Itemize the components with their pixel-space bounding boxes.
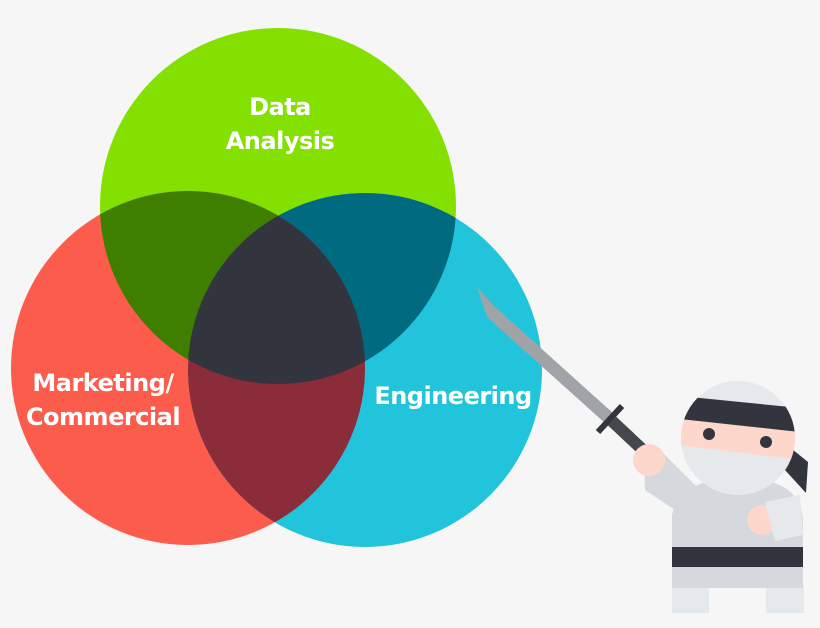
ninja-eye-left bbox=[703, 428, 715, 440]
overlap-all bbox=[188, 193, 365, 384]
ninja-hand-right bbox=[633, 444, 665, 476]
ninja-headband bbox=[681, 395, 795, 432]
ninja-belt bbox=[672, 547, 803, 567]
sword-guard bbox=[595, 403, 625, 435]
label-line: Engineering bbox=[374, 382, 532, 410]
label-line: Data bbox=[249, 93, 311, 121]
label-data-analysis: Data Analysis bbox=[226, 90, 335, 158]
label-line: Commercial bbox=[25, 403, 181, 431]
sword-handle bbox=[607, 416, 649, 456]
ninja-leg-right bbox=[766, 585, 804, 613]
ninja-illustration bbox=[477, 287, 808, 613]
label-line: Analysis bbox=[225, 127, 335, 155]
label-engineering: Engineering bbox=[374, 379, 532, 413]
ninja-eye-right bbox=[760, 436, 772, 448]
ninja-leg-left bbox=[672, 585, 709, 613]
label-marketing-commercial: Marketing/ Commercial bbox=[25, 366, 181, 434]
ninja-sleeve bbox=[765, 495, 803, 541]
sword-blade bbox=[477, 287, 614, 424]
label-line: Marketing/ bbox=[32, 369, 174, 397]
